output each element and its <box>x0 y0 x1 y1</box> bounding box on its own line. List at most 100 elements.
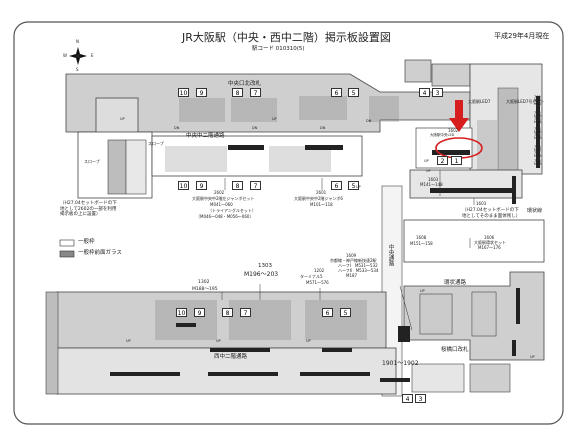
right-mcode-8: M69 <box>534 162 542 166</box>
right-mcode-1: M62 <box>534 102 542 106</box>
area-loop-line: 環状線 <box>527 208 543 214</box>
right-mcode-0: M61 <box>534 98 542 102</box>
signboard-5 <box>210 348 240 352</box>
set-1606-name: 大阪駅環状セット <box>474 240 506 245</box>
area-west-mezz-passage: 西中二階通路 <box>214 354 248 360</box>
sign-box-bottom-4: 6 <box>322 308 333 317</box>
sign-box-top-1: 9 <box>196 88 207 97</box>
area-central-mezz-passage: 中央中二階通路 <box>186 133 225 139</box>
led-label-b: 大阪駅LED7号セット <box>506 99 545 104</box>
stairs-10 <box>471 292 497 336</box>
set-1609-half2: ハーフⅡ M533〜534 <box>338 268 379 273</box>
set-2602-sub-range: （M046〜048・M056〜060） <box>196 214 254 219</box>
compass-e: E <box>91 53 94 58</box>
sign-box-bottom-5: 5 <box>340 308 351 317</box>
set-1609-m187: M187 <box>346 273 358 278</box>
set-1603-range: M141〜148 <box>420 182 443 187</box>
signboard-0 <box>228 145 264 150</box>
set-1606-range: M167〜176 <box>478 245 501 250</box>
right-code-0: 760 <box>534 95 541 99</box>
right-code-5: 765 <box>534 133 541 137</box>
set-2601-code: 2601 <box>316 190 327 195</box>
sign-box-br-1: 3 <box>415 394 426 403</box>
compass-s: S <box>76 67 79 72</box>
set-1609-name: 京都線・神戸線新快速2駅 <box>330 258 377 263</box>
set-1302-range: M188〜195 <box>192 287 218 292</box>
map-title: JR大阪駅（中央・西中二階）掲示板設置図 <box>182 31 391 44</box>
sign-box-top-7: 3 <box>432 88 443 97</box>
sign-box-bottom-1: 9 <box>194 308 205 317</box>
highlight-arrow <box>449 100 469 132</box>
up-label-10: UP <box>420 289 425 293</box>
right-code-1: 761 <box>534 99 541 103</box>
sign-box-br-0: 4 <box>402 394 413 403</box>
set-2602-sub: （トライアングルセット） <box>208 208 256 213</box>
area-sakurabashi-gate: 桜橋口改札 <box>441 347 469 353</box>
station-code: 駅コード 010310(5) <box>252 46 305 52</box>
area-central-passage: 中央通路 <box>387 244 394 266</box>
sign-box-bottom-0: 10 <box>176 308 187 317</box>
sign-box-right-1: 1 <box>451 156 462 165</box>
set-1609-half1: ハーフⅠ M531〜532 <box>338 263 378 268</box>
date-note: 平成29年4月現在 <box>494 32 550 40</box>
sign-box-top-0: 10 <box>178 88 189 97</box>
set-2602-range: M041〜060 <box>210 202 233 207</box>
sign-box-top-6: 4 <box>419 88 430 97</box>
set-1602-line: 大阪駅中央LED <box>430 133 455 137</box>
signboard-4 <box>176 323 196 327</box>
note-right: （H27.04セットボードの下地としてそのまま面体残し） <box>462 208 521 219</box>
set-1901-code: 1901〜1902 <box>382 360 419 367</box>
sign-box-right-0: 2 <box>437 156 448 165</box>
right-mcode-4: M65 <box>534 130 542 134</box>
signboard-8 <box>110 372 180 376</box>
right-mcode-2: M63 <box>534 114 542 118</box>
signboard-9 <box>208 372 278 376</box>
sign-box-mid-2: 8 <box>232 181 243 190</box>
signboard-3 <box>430 188 512 193</box>
set-1608-code: 1608 <box>416 235 427 240</box>
set-1303-range: M196〜203 <box>244 271 279 278</box>
up-label-5: UP <box>356 185 361 189</box>
sign-box-mid-0: 10 <box>178 181 189 190</box>
right-code-6: 766 <box>534 145 541 149</box>
up-label-4: UP <box>426 169 431 173</box>
legend-glass-label: 一般枠前面ガラス <box>78 250 122 256</box>
up-label-8: UP <box>306 339 311 343</box>
signboard-6 <box>240 348 270 352</box>
signboard-10 <box>300 372 370 376</box>
dn-label-1: DN <box>252 126 258 130</box>
sign-box-top-5: 5 <box>348 88 359 97</box>
area-central-north-gate: 中央口北改札 <box>228 81 262 87</box>
stairs-5 <box>269 146 331 172</box>
compass-rose <box>69 47 87 65</box>
set-1202-range: M571〜576 <box>306 280 329 285</box>
set-1606-code: 1606 <box>484 235 495 240</box>
set-2602-name: 大阪駅中央中2階左ジャンボセット <box>192 196 255 201</box>
legend-glass-swatch <box>59 250 75 258</box>
led-label-a: 大阪駅LED7 <box>468 99 491 104</box>
signboard-14 <box>398 326 410 342</box>
set-1602-code: 1602 <box>448 128 459 133</box>
legend-normal-label: 一般枠 <box>78 239 95 245</box>
up-label-2: UP <box>334 145 339 149</box>
signboard-13 <box>512 176 516 204</box>
set-1303-code: 1303 <box>258 263 272 269</box>
signboard-16 <box>380 378 410 382</box>
sign-box-mid-4: 6 <box>331 181 342 190</box>
area-slope-b: スロープ <box>84 159 100 164</box>
set-1603-code: 1603 <box>428 177 439 182</box>
signboard-7 <box>322 348 352 352</box>
up-label-6: UP <box>126 339 131 343</box>
right-code-3: 763 <box>534 117 541 121</box>
stairs-4 <box>165 146 227 172</box>
signboard-15 <box>512 340 516 356</box>
right-mcode-7: M68 <box>534 154 542 158</box>
set-2602-code: 2602 <box>214 190 225 195</box>
dn-label-2: DN <box>320 126 326 130</box>
dn-label-3: DN <box>366 119 372 123</box>
set-1302-code: 1302 <box>198 280 210 285</box>
sign-box-top-3: 7 <box>250 88 261 97</box>
up-label-9: UP <box>530 355 535 359</box>
set-1608-range: M151〜158 <box>410 241 433 246</box>
